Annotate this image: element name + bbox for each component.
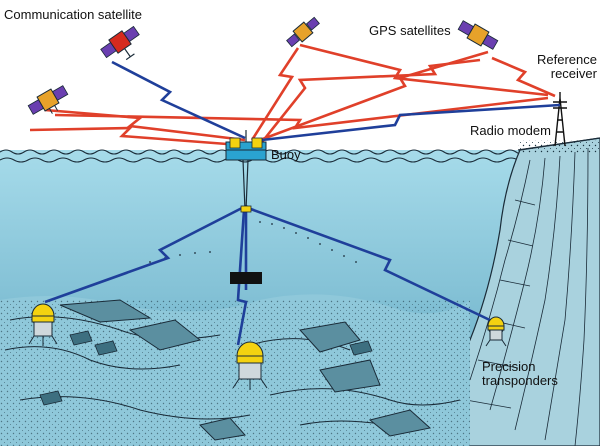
transponder-icon	[28, 303, 58, 346]
label-gps-satellites: GPS satellites	[369, 23, 451, 38]
label-radio-modem: Radio modem	[470, 123, 551, 138]
data-links	[44, 60, 561, 346]
current-dots	[149, 221, 357, 263]
coastal-cliff	[429, 137, 600, 446]
buoy	[225, 130, 267, 161]
label-communication-satellite: Communication satellite	[4, 7, 143, 22]
label-reference-receiver-line-1: Reference	[537, 52, 597, 67]
label-reference-receiver: Reference receiver	[535, 53, 597, 81]
tether-weight	[230, 272, 262, 284]
label-buoy: Buoy	[271, 147, 301, 162]
label-reference-receiver-line-2: receiver	[550, 66, 597, 81]
gps-satellite-icon	[457, 20, 499, 50]
gps-satellite-icon	[27, 85, 69, 115]
tether-connector	[240, 205, 252, 213]
sea-floor	[0, 294, 470, 446]
label-precision-transponders: Precision transponders	[482, 360, 558, 388]
label-precision-transponders-line-2: transponders	[482, 373, 558, 388]
label-precision-transponders-line-1: Precision	[482, 359, 536, 374]
transponder-icon	[232, 341, 268, 390]
gps-satellite-icon	[286, 16, 320, 48]
reference-receiver-antenna	[553, 92, 567, 147]
buoy-tether	[242, 159, 249, 211]
transponder-icon	[485, 316, 507, 347]
communication-satellite-icon	[100, 25, 140, 61]
